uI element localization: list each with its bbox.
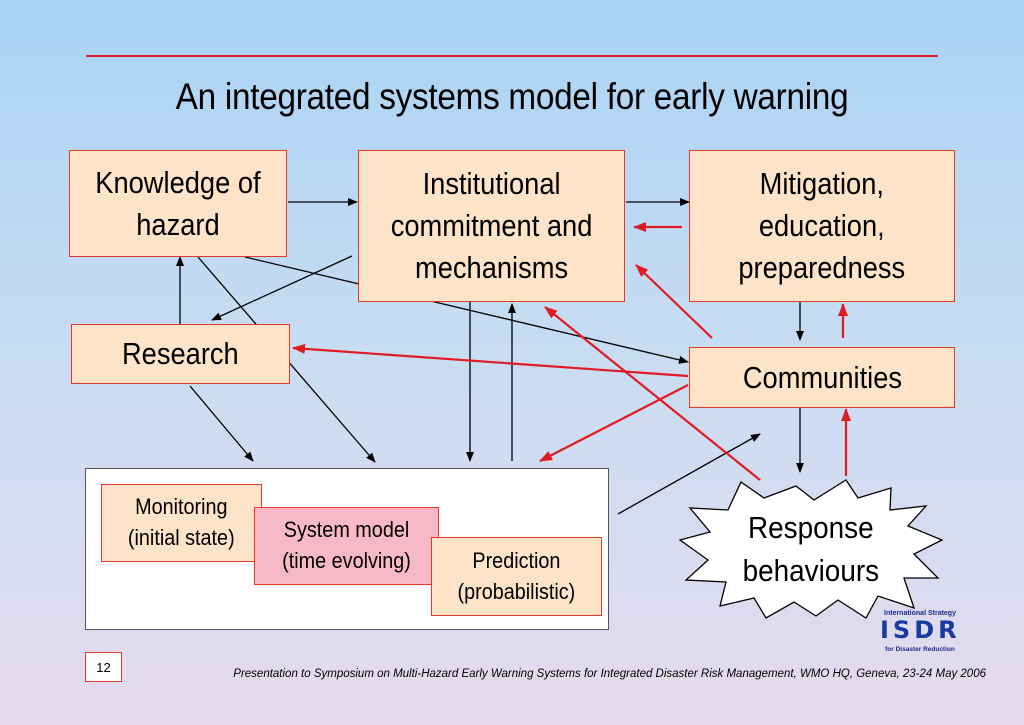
node-label: behaviours [742,553,880,588]
arrow-panel-to-communities [617,433,761,515]
arrow-communities-to-panel [539,384,689,462]
node-communities: Communities [689,347,955,408]
node-label: preparedness [738,249,906,285]
footer-citation: Presentation to Symposium on Multi-Hazar… [233,668,986,680]
arrow-communities-to-research [292,343,689,378]
node-label: Communities [742,359,902,395]
node-label: Knowledge of [95,164,261,200]
node-label: Mitigation, [759,166,885,202]
panel-label: Monitoring [135,494,228,520]
node-label: Response [748,509,874,545]
panel-prediction: Prediction (probabilistic) [431,537,602,616]
isdr-logo: International Strategy ISDR for Disaster… [880,610,960,656]
node-institutional-commitment: Institutional commitment and mechanisms [358,150,625,302]
arrow-research-to-panel [189,385,254,462]
page-number: 12 [85,652,122,682]
response-starburst [678,479,944,619]
node-label: commitment and [390,208,593,244]
panel-system-model: System model (time evolving) [254,507,439,585]
logo-main-text: ISDR [880,616,961,644]
logo-bottom-text: for Disaster Reduction [885,646,955,653]
arrow-knowledge-to-communities [244,256,689,364]
node-label: Institutional [422,166,561,202]
node-label: mechanisms [414,249,569,285]
node-mitigation: Mitigation, education, preparedness [689,150,955,302]
node-label: Research [122,336,239,372]
arrow-institutional-to-research [211,255,353,321]
panel-label: (probabilistic) [457,578,576,604]
node-response-behaviours: Response behaviours [676,478,946,620]
logo-top-text: International Strategy [884,610,956,617]
node-research: Research [71,324,290,384]
panel-monitoring: Monitoring (initial state) [101,484,262,562]
arrow-communities-to-institutional [635,264,713,339]
slide-title: An integrated systems model for early wa… [175,76,849,117]
node-label: education, [759,208,885,244]
title-rule [86,55,938,57]
panel-label: (initial state) [128,525,235,550]
panel-label: System model [283,517,410,543]
arrow-response-to-institutional [544,306,761,481]
node-label: hazard [136,206,220,242]
panel-label: Prediction [472,547,561,573]
node-knowledge-of-hazard: Knowledge of hazard [69,150,287,257]
panel-label: (time evolving) [282,548,411,573]
